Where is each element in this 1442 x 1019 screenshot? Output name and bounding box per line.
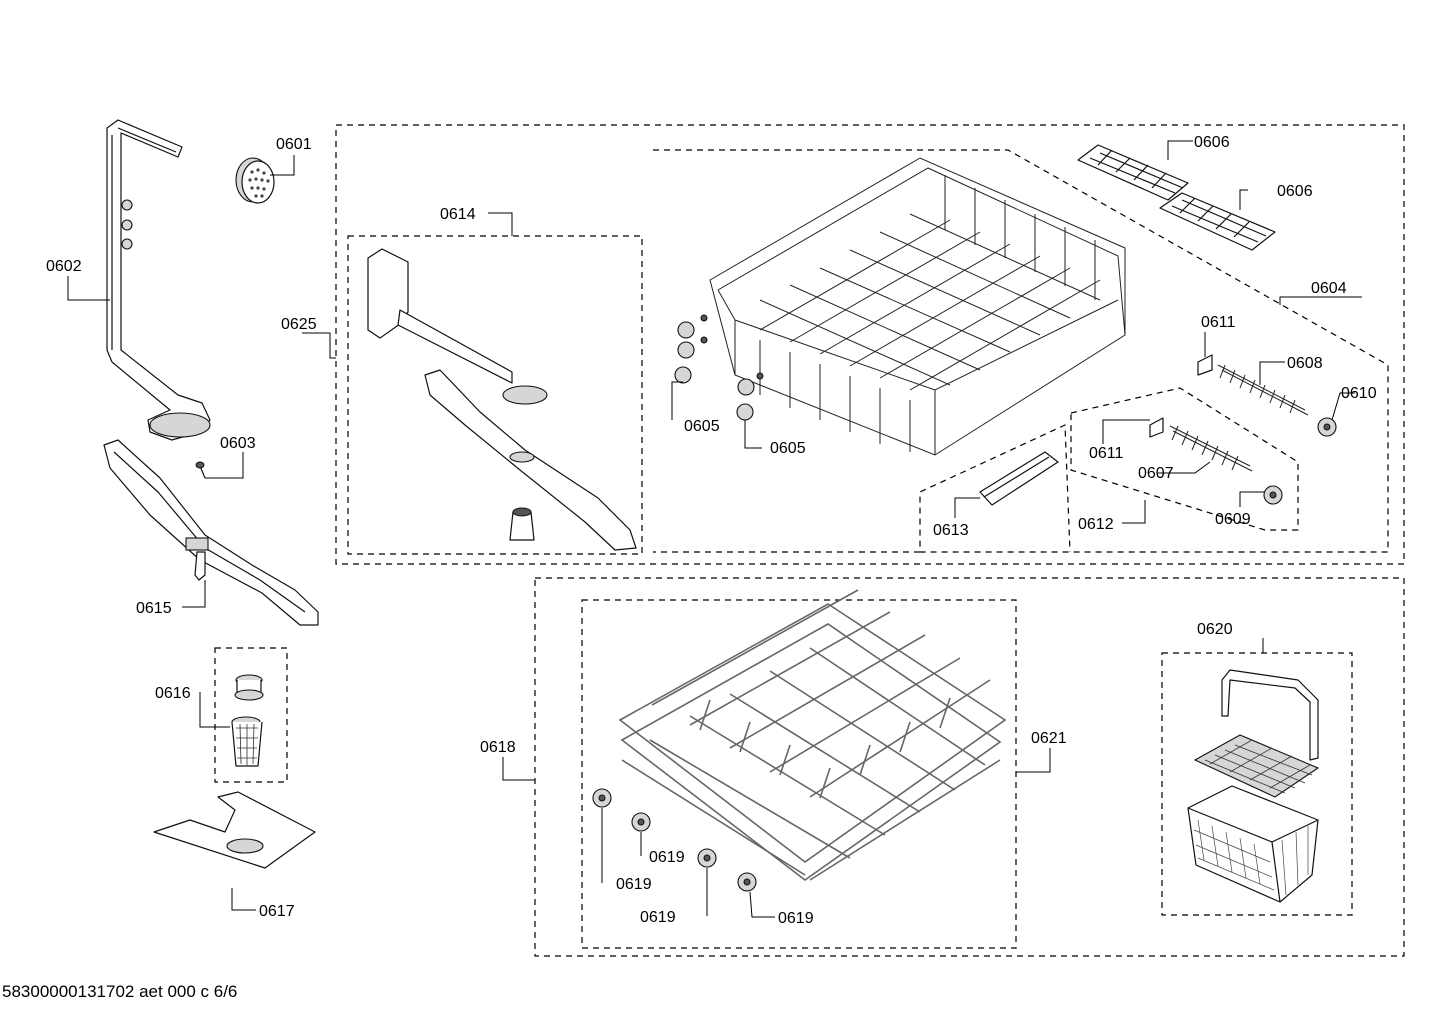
label-0621: 0621 xyxy=(1031,730,1067,747)
lower-rack-0621 xyxy=(618,589,1007,881)
label-0618: 0618 xyxy=(480,739,516,756)
label-0619-b: 0619 xyxy=(649,849,685,866)
group-boxes xyxy=(214,124,1405,957)
label-0620: 0620 xyxy=(1197,621,1233,638)
tine-rack-0606-b xyxy=(1159,192,1276,251)
label-0601: 0601 xyxy=(276,136,312,153)
label-0612: 0612 xyxy=(1078,516,1114,533)
label-0606-b: 0606 xyxy=(1277,183,1313,200)
box-0621 xyxy=(581,599,1017,949)
box-0604 xyxy=(653,149,1389,553)
label-0616: 0616 xyxy=(155,685,191,702)
label-0605-b: 0605 xyxy=(770,440,806,457)
box-0612 xyxy=(1070,387,1299,531)
tine-rack-0606-a xyxy=(1077,144,1189,201)
filter-cap-0601 xyxy=(235,157,275,204)
label-0605-a: 0605 xyxy=(684,418,720,435)
filter-0616 xyxy=(231,674,264,767)
label-0611-a: 0611 xyxy=(1201,314,1236,331)
label-0606-a: 0606 xyxy=(1194,134,1230,151)
box-0620 xyxy=(1161,652,1353,916)
rack-wheels-0605 xyxy=(674,314,764,421)
label-0602: 0602 xyxy=(46,258,82,275)
part-labels: 0601 0602 0603 0604 0605 0605 0606 0606 … xyxy=(46,134,1377,927)
leader-lines xyxy=(67,140,1362,918)
holder-0607 xyxy=(1149,417,1283,505)
box-0614 xyxy=(347,235,643,555)
label-0609: 0609 xyxy=(1215,511,1251,528)
label-0615: 0615 xyxy=(136,600,172,617)
lower-spray-arm-0615 xyxy=(103,439,319,626)
label-0608: 0608 xyxy=(1287,355,1323,372)
sump-plate-0617 xyxy=(153,791,316,869)
label-0614: 0614 xyxy=(440,206,476,223)
box-0618 xyxy=(534,577,1405,957)
label-0603: 0603 xyxy=(220,435,256,452)
footer-document-code: 58300000131702 aet 000 c 6/6 xyxy=(2,982,237,1001)
label-0611-b: 0611 xyxy=(1089,445,1124,462)
supply-pipe-0602 xyxy=(106,119,211,441)
label-0625: 0625 xyxy=(281,316,317,333)
label-0617: 0617 xyxy=(259,903,295,920)
upper-rack-0604 xyxy=(709,157,1126,456)
screw-0603 xyxy=(195,461,206,479)
holder-0608 xyxy=(1197,354,1337,437)
upper-spray-arm-0614 xyxy=(367,248,637,551)
box-0625 xyxy=(335,124,1405,565)
label-0604: 0604 xyxy=(1311,280,1347,297)
rack-wheels-0619 xyxy=(592,788,757,892)
box-0616 xyxy=(214,647,288,783)
cutlery-basket-0620 xyxy=(1187,669,1320,903)
label-0613: 0613 xyxy=(933,522,969,539)
label-0610: 0610 xyxy=(1341,385,1377,402)
handle-0613 xyxy=(979,451,1059,506)
label-0619-c: 0619 xyxy=(640,909,676,926)
label-0619-d: 0619 xyxy=(778,910,814,927)
label-0607: 0607 xyxy=(1138,465,1174,482)
label-0619-a: 0619 xyxy=(616,876,652,893)
